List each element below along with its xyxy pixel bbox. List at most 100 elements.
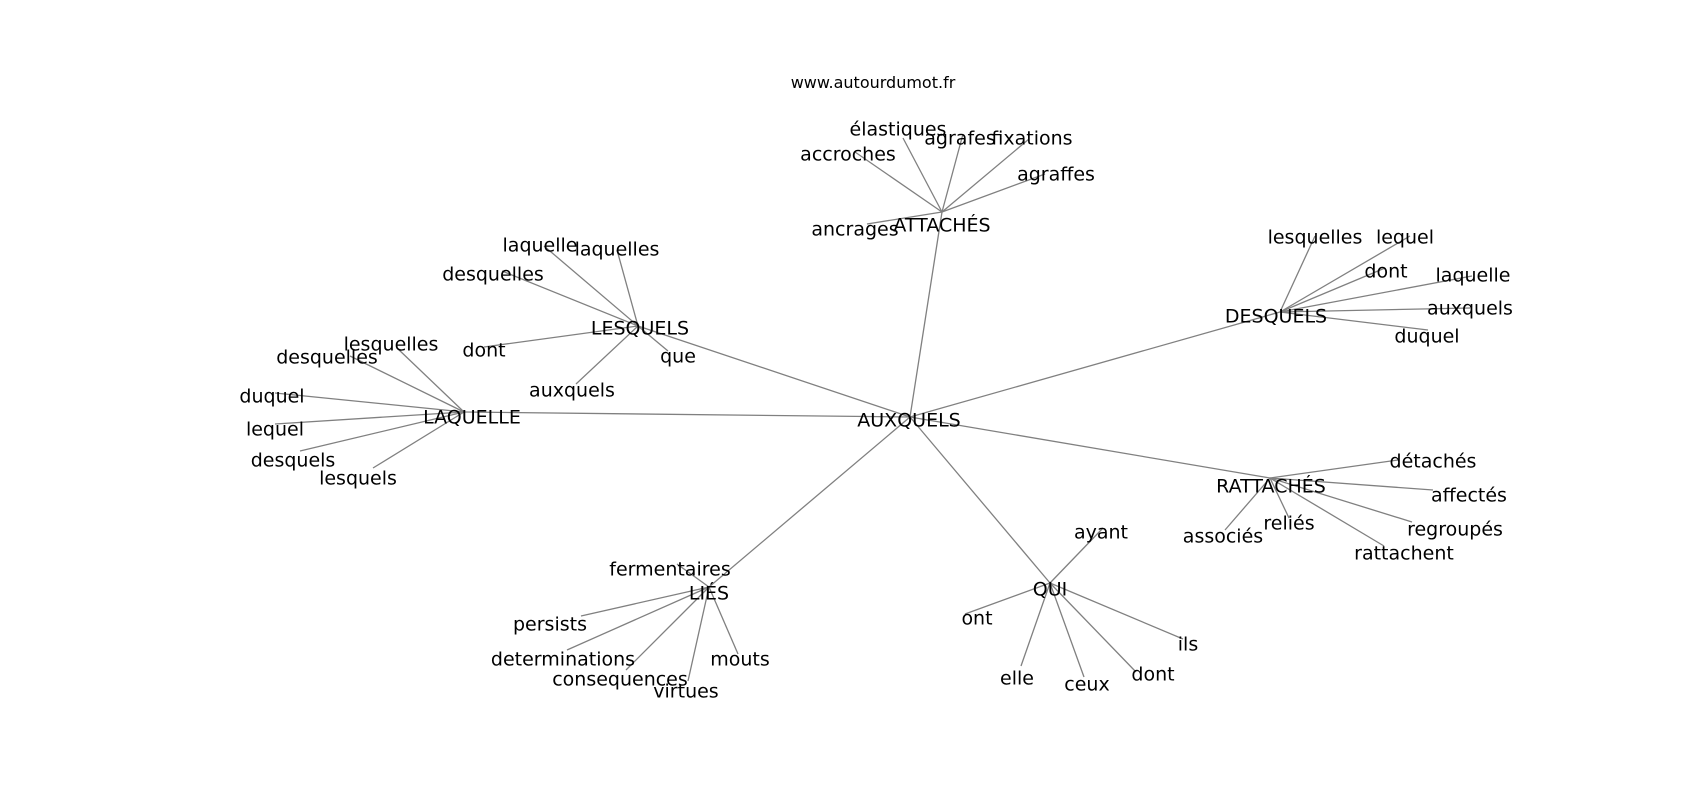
edge-center-to-hub: [909, 416, 1271, 479]
word-node: elle: [1000, 668, 1034, 690]
edge-hub-to-word: [372, 411, 465, 469]
word-node: que: [660, 346, 696, 368]
edge-hub-to-word: [1279, 311, 1429, 331]
edge-hub-to-word: [687, 586, 710, 682]
edge-hub-to-word: [637, 325, 669, 352]
edge-center-to-hub: [909, 311, 1281, 418]
hub-node: ATTACHÉS: [893, 214, 990, 237]
word-node: ont: [961, 608, 992, 630]
edge-hub-to-word: [708, 586, 739, 655]
edge-hub-to-word: [1049, 582, 1184, 640]
word-node: virtues: [653, 681, 718, 703]
edge-hub-to-word: [1279, 267, 1386, 313]
word-node: élastiques: [850, 119, 947, 141]
edge-center-to-hub: [708, 416, 911, 588]
word-node: mouts: [710, 649, 770, 671]
word-node: agrafes: [924, 128, 995, 150]
edge-hub-to-word: [941, 138, 1030, 213]
word-node: lesquelles: [344, 334, 439, 356]
word-node: ils: [1178, 634, 1198, 656]
edge-hub-to-word: [1279, 275, 1473, 313]
edge-hub-to-word: [274, 411, 465, 425]
edge-hub-to-word: [616, 249, 639, 327]
word-node: lesquelles: [1268, 227, 1363, 249]
edge-center-to-hub: [637, 325, 911, 418]
word-node: fixations: [991, 128, 1072, 150]
word-node: ayant: [1074, 522, 1128, 544]
word-node: détachés: [1390, 451, 1477, 473]
word-node: laquelles: [575, 239, 660, 261]
edge-hub-to-word: [964, 582, 1051, 615]
hub-node: LIÉS: [689, 582, 729, 605]
word-node: determinations: [491, 649, 635, 671]
edge-hub-to-word: [866, 211, 943, 225]
edge-center-to-hub: [909, 211, 943, 418]
word-node: reliés: [1263, 513, 1314, 535]
word-node: accroches: [800, 144, 896, 166]
word-node: duquel: [1394, 326, 1459, 348]
edge-hub-to-word: [676, 563, 710, 588]
edge-hub-to-word: [625, 586, 710, 671]
edge-hub-to-word: [1020, 582, 1051, 667]
word-node: dont: [1131, 664, 1174, 686]
word-node: lesquels: [319, 468, 397, 490]
hub-node: RATTACHÉS: [1216, 475, 1326, 498]
word-node: dont: [1364, 261, 1407, 283]
word-node: lequel: [1376, 227, 1434, 249]
edge-center-to-hub: [463, 411, 911, 418]
word-node: auxquels: [529, 380, 615, 402]
edge-hub-to-word: [575, 325, 639, 385]
center-node: AUXQUELS: [857, 410, 960, 432]
word-node: ceux: [1064, 674, 1109, 696]
edge-hub-to-word: [274, 392, 465, 413]
edge-hub-to-word: [543, 245, 639, 327]
edge-hub-to-word: [1224, 477, 1271, 531]
edge-hub-to-word: [1049, 582, 1137, 673]
word-node: fermentaires: [609, 559, 730, 581]
hub-node: QUI: [1033, 579, 1067, 601]
word-node: auxquels: [1427, 298, 1513, 320]
hub-node: LAQUELLE: [423, 407, 521, 429]
word-node: consequences: [552, 669, 688, 691]
word-node: lequel: [246, 419, 304, 441]
edge-hub-to-word: [299, 411, 465, 452]
word-node: ancrages: [811, 219, 898, 241]
edge-hub-to-word: [1279, 307, 1471, 313]
edge-hub-to-word: [580, 586, 710, 617]
watermark-text: www.autourdumot.fr: [791, 73, 956, 92]
edge-hub-to-word: [1279, 235, 1316, 313]
edge-hub-to-word: [941, 133, 964, 213]
word-node: desquelles: [442, 264, 544, 286]
edge-hub-to-word: [483, 325, 639, 348]
word-node: associés: [1183, 526, 1263, 548]
word-node: dont: [462, 340, 505, 362]
graph-edges: [274, 133, 1473, 682]
edge-hub-to-word: [1049, 582, 1085, 678]
edge-hub-to-word: [1269, 477, 1413, 523]
word-node: agraffes: [1017, 164, 1095, 186]
edge-hub-to-word: [349, 355, 465, 413]
edge-hub-to-word: [396, 347, 465, 413]
edge-hub-to-word: [1269, 477, 1385, 547]
word-node: laquelle: [1436, 265, 1511, 287]
word-node: laquelle: [503, 235, 578, 257]
word-node: desquelles: [276, 347, 378, 369]
edge-hub-to-word: [854, 151, 943, 213]
word-node: duquel: [239, 386, 304, 408]
hub-node: DESQUELS: [1225, 306, 1327, 328]
word-node: persists: [513, 614, 587, 636]
edge-hub-to-word: [566, 586, 710, 651]
word-node: affectés: [1431, 485, 1507, 507]
graph-labels: www.autourdumot.fr AUXQUELS ATTACHÉS accro…: [239, 73, 1513, 703]
edge-hub-to-word: [1049, 527, 1104, 584]
edge-hub-to-word: [1269, 477, 1434, 491]
word-node: desquels: [251, 450, 336, 472]
hub-node: LESQUELS: [591, 318, 689, 340]
edge-hub-to-word: [902, 137, 943, 213]
edge-hub-to-word: [501, 270, 639, 327]
edge-hub-to-word: [1269, 459, 1399, 479]
word-node: regroupés: [1407, 519, 1503, 541]
edge-hub-to-word: [1269, 477, 1290, 519]
edge-center-to-hub: [909, 416, 1051, 584]
